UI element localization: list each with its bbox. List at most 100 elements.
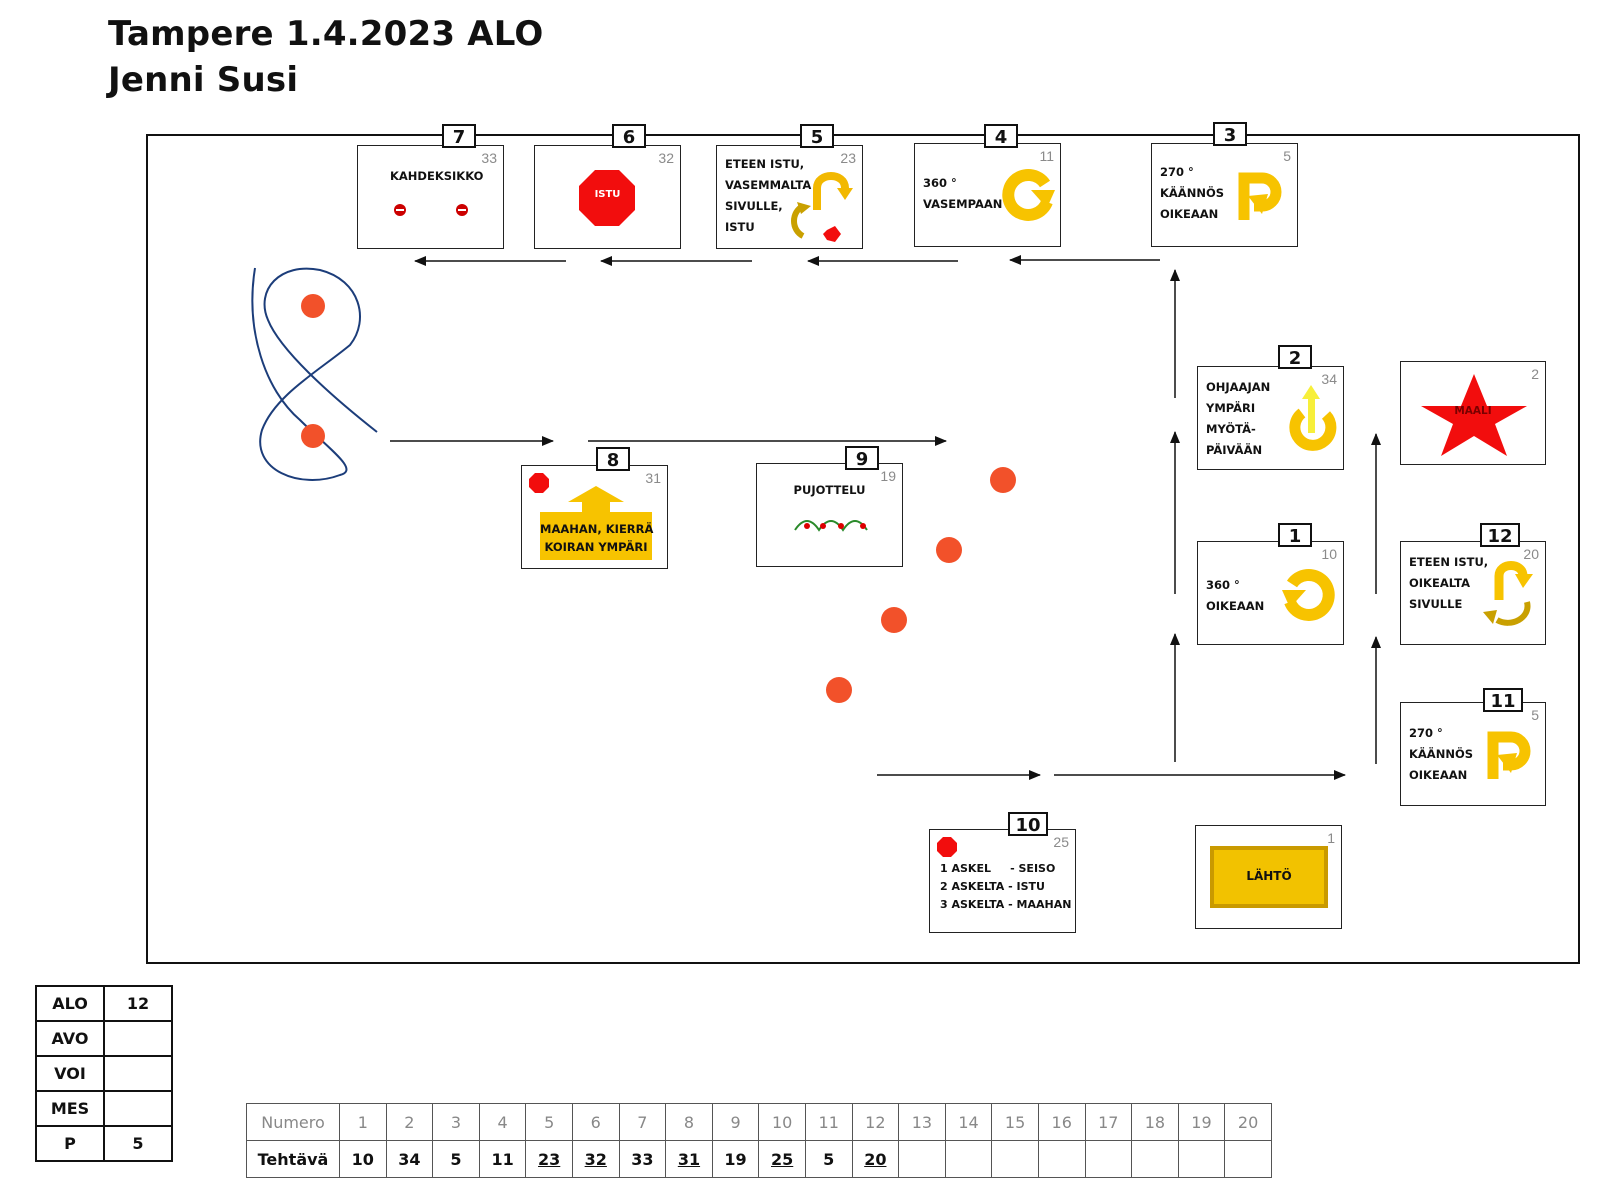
sign-text-line: KOIRAN YMPÄRI [544, 540, 648, 554]
sign-8: 31 MAAHAN, KIERRÄ KOIRAN YMPÄRI [521, 465, 668, 569]
sign-text-line: 2 ASKELTA - ISTU [940, 880, 1045, 893]
sign-number-3: 3 [1213, 122, 1247, 146]
sign-lahto: 1 LÄHTÖ [1195, 825, 1342, 929]
sign-code: 31 [645, 470, 661, 486]
task-value-cell [1224, 1140, 1272, 1178]
sign-text: MAALI [1454, 405, 1492, 417]
sign-12: 20 ETEEN ISTU, OIKEALTA SIVULLE [1400, 541, 1546, 645]
turn-270-right-icon [1238, 172, 1282, 220]
sign-text-line: VASEMMALTA [725, 178, 812, 192]
task-number-cell: 4 [478, 1103, 527, 1141]
sign-number-7: 7 [442, 124, 476, 148]
task-value-cell: 10 [339, 1140, 387, 1178]
task-number-cell: 10 [758, 1103, 806, 1141]
class-row: VOI [35, 1055, 173, 1092]
task-value-cell [944, 1140, 993, 1178]
task-number-cell: 19 [1177, 1103, 1226, 1141]
sign-text-line: YMPÄRI [1206, 401, 1256, 415]
sign-code: 11 [1039, 148, 1054, 164]
sign-number-1: 1 [1278, 523, 1312, 547]
sign-number-12: 12 [1480, 523, 1520, 547]
sign-number-4: 4 [984, 124, 1018, 148]
sign-text: KAHDEKSIKKO [390, 169, 484, 183]
sign-code: 33 [481, 150, 497, 166]
cone [936, 537, 962, 563]
sign-number-11: 11 [1483, 688, 1523, 712]
task-number-cell: 6 [571, 1103, 620, 1141]
turn-360-left-icon [1002, 169, 1055, 221]
sign-text-line: MAAHAN, KIERRÄ [540, 522, 654, 536]
sign-text-line: MYÖTÄ- [1206, 422, 1256, 436]
class-value [103, 1090, 173, 1127]
task-value: 31 [677, 1149, 701, 1169]
sign-code: 2 [1531, 366, 1539, 382]
front-sit-right-icon [1483, 561, 1533, 626]
task-value: 20 [864, 1149, 887, 1169]
stop-sign-icon [529, 473, 549, 493]
stop-sign-icon [579, 170, 635, 226]
task-value: 19 [724, 1149, 747, 1169]
sign-code: 19 [880, 468, 896, 484]
sign-code: 5 [1283, 148, 1291, 164]
task-value: 25 [771, 1149, 794, 1169]
class-row: MES [35, 1090, 173, 1127]
sign-text-line: VASEMPAAN [923, 197, 1003, 211]
task-number-cell: 18 [1131, 1103, 1179, 1141]
sign-code: 20 [1523, 546, 1539, 562]
task-value-cell: 19 [711, 1140, 760, 1178]
class-label: AVO [35, 1020, 105, 1057]
sign-number-2: 2 [1278, 345, 1312, 369]
sign-11: 5 270 ° KÄÄNNÖS OIKEAAN [1400, 702, 1546, 806]
task-value: 23 [538, 1149, 561, 1169]
sign-5: 23 ETEEN ISTU, VASEMMALTA SIVULLE, ISTU [716, 145, 863, 249]
cone-pair-icon [394, 204, 468, 216]
sign-text-line: OHJAAJAN [1206, 380, 1271, 394]
sign-number-5: 5 [800, 124, 834, 148]
task-value-cell: 11 [478, 1140, 527, 1178]
class-value [103, 1020, 173, 1057]
sign-text-line: SIVULLE [1409, 597, 1463, 611]
sign-code: 25 [1053, 834, 1069, 850]
turn-270-right-icon [1487, 731, 1531, 779]
sign-text: PUJOTTELU [793, 483, 866, 497]
task-value-cell [1131, 1140, 1179, 1178]
task-value-cell: 33 [618, 1140, 667, 1178]
page-title-line2: Jenni Susi [108, 60, 299, 100]
sign-text-line: PÄIVÄÄN [1206, 443, 1263, 457]
cone [881, 607, 907, 633]
row-label: Numero [246, 1103, 340, 1141]
task-value: 33 [631, 1149, 654, 1169]
task-value: 34 [398, 1149, 421, 1169]
cone [301, 424, 325, 448]
sign-text-line: OIKEAAN [1409, 768, 1468, 782]
sign-3: 5 270 ° KÄÄNNÖS OIKEAAN [1151, 143, 1298, 247]
page-title-line1: Tampere 1.4.2023 ALO [108, 14, 544, 54]
task-value-cell [1177, 1140, 1226, 1178]
sign-number-8: 8 [596, 447, 630, 471]
weave-icon [794, 520, 868, 532]
sign-4: 11 360 ° VASEMPAAN [914, 143, 1061, 247]
task-value-cell: 34 [385, 1140, 434, 1178]
sign-text-line: SIVULLE, [725, 199, 783, 213]
sign-code: 10 [1321, 546, 1337, 562]
sign-text-line: ISTU [725, 220, 755, 234]
front-sit-left-icon [791, 172, 853, 242]
sign-text-line: KÄÄNNÖS [1160, 186, 1225, 200]
task-number-cell: 9 [711, 1103, 760, 1141]
class-label: MES [35, 1090, 105, 1127]
task-value-cell [1084, 1140, 1133, 1178]
sign-text-line: ETEEN ISTU, [1409, 555, 1489, 569]
sign-code: 5 [1531, 707, 1539, 723]
sign-text-line: OIKEALTA [1409, 576, 1470, 590]
task-value-cell [1037, 1140, 1086, 1178]
sign-1: 10 360 ° OIKEAAN [1197, 541, 1344, 645]
class-value: 5 [103, 1125, 173, 1162]
task-value-cell: 32 [571, 1140, 620, 1178]
class-value: 12 [103, 985, 173, 1022]
